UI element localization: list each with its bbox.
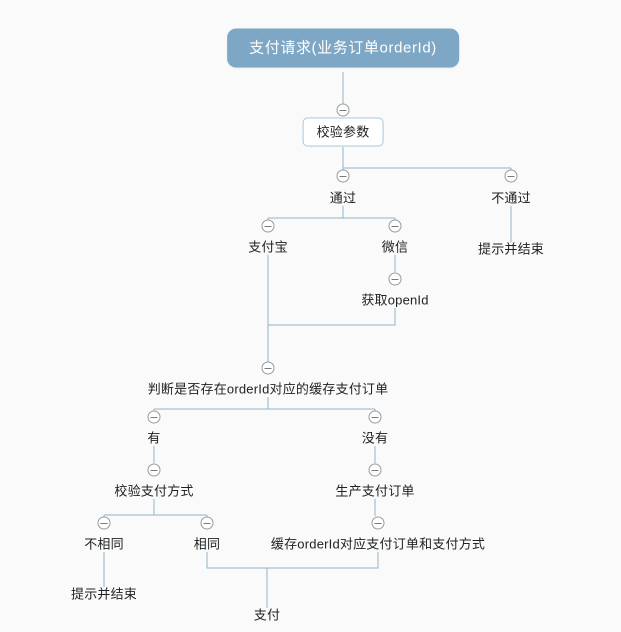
collapse-toggle-pass[interactable]	[336, 169, 350, 183]
collapse-toggle-check-pay[interactable]	[147, 463, 161, 477]
collapse-toggle-diff[interactable]	[97, 516, 111, 530]
flowchart-node-fail-end[interactable]: 提示并结束	[477, 241, 545, 257]
collapse-toggle-fail[interactable]	[504, 169, 518, 183]
flowchart-edge	[206, 552, 267, 569]
flowchart-node-pay[interactable]: 支付	[253, 607, 281, 623]
collapse-toggle-has[interactable]	[147, 410, 161, 424]
flowchart-node-check-cache[interactable]: 判断是否存在orderId对应的缓存支付订单	[147, 381, 389, 397]
flowchart-node-check-pay[interactable]: 校验支付方式	[114, 483, 194, 499]
collapse-toggle-none[interactable]	[368, 410, 382, 424]
flowchart-edge	[153, 397, 376, 411]
collapse-toggle-wechat[interactable]	[388, 219, 402, 233]
flowchart-node-gen-order[interactable]: 生产支付订单	[335, 483, 415, 499]
flowchart-node-same[interactable]: 相同	[193, 536, 221, 552]
flowchart-edge	[103, 499, 208, 517]
collapse-toggle-check-cache[interactable]	[261, 361, 275, 375]
flowchart-node-openid[interactable]: 获取openId	[361, 292, 429, 308]
flowchart-node-alipay[interactable]: 支付宝	[248, 239, 288, 255]
flowchart-node-fail[interactable]: 不通过	[491, 190, 531, 206]
flowchart-edge	[267, 552, 379, 569]
flowchart-node-root[interactable]: 支付请求(业务订单orderId)	[227, 28, 459, 68]
flowchart-node-cache-order[interactable]: 缓存orderId对应支付订单和支付方式	[270, 536, 486, 552]
flowchart-node-diff-end[interactable]: 提示并结束	[70, 586, 138, 602]
flowchart-node-validate[interactable]: 校验参数	[302, 117, 384, 147]
collapse-toggle-same[interactable]	[200, 516, 214, 530]
collapse-toggle-alipay[interactable]	[261, 219, 275, 233]
flowchart-node-diff[interactable]: 不相同	[84, 536, 124, 552]
flowchart-node-wechat[interactable]: 微信	[381, 239, 409, 255]
flowchart-node-has[interactable]: 有	[147, 430, 161, 446]
collapse-toggle-gen-order[interactable]	[368, 463, 382, 477]
collapse-toggle-openid[interactable]	[388, 272, 402, 286]
collapse-toggle-cache-order[interactable]	[371, 516, 385, 530]
flowchart-node-pass[interactable]: 通过	[329, 190, 357, 206]
flowchart-node-none[interactable]: 没有	[361, 430, 389, 446]
collapse-toggle-validate[interactable]	[336, 103, 350, 117]
flowchart-edge	[342, 147, 512, 170]
flowchart-edge	[268, 308, 396, 326]
flowchart-edge	[267, 206, 396, 220]
